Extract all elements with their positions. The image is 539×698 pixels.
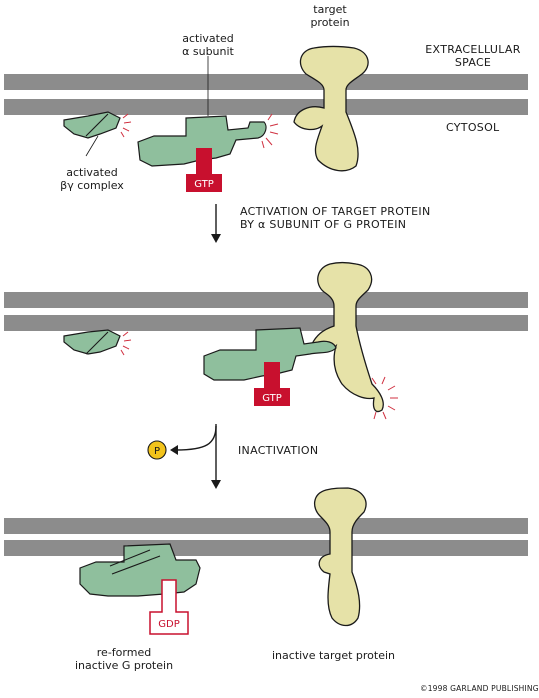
target-protein-2 (311, 261, 384, 413)
beta-gamma-complex-1 (63, 111, 132, 139)
signal-lines-beta-gamma-2 (120, 331, 132, 356)
membrane-panel-2 (4, 292, 528, 331)
copyright-credit: ©1998 GARLAND PUBLISHING (420, 684, 539, 693)
activated-alpha-label: activated α subunit (168, 32, 248, 58)
membrane-panel-3 (4, 518, 528, 556)
step-inactivation-label: INACTIVATION (238, 444, 319, 457)
activated-bg-label-line1: activated (66, 166, 118, 179)
activated-beta-gamma-label: activated βγ complex (42, 166, 142, 192)
target-protein-label-line1: target (313, 3, 347, 16)
extracellular-space-label: EXTRACELLULAR SPACE (418, 43, 528, 69)
signal-lines-beta-gamma-1 (120, 113, 132, 138)
target-protein-label: target protein (300, 3, 360, 29)
gdp-label: GDP (158, 619, 179, 630)
reformed-g-protein-label: re-formed inactive G protein (64, 646, 184, 672)
activated-bg-label-line2: βγ complex (60, 179, 124, 192)
gdp: GDP (149, 579, 189, 635)
step-activation-label: ACTIVATION OF TARGET PROTEIN BY α SUBUNI… (240, 205, 431, 231)
inactive-target-protein-label: inactive target protein (272, 649, 396, 662)
membrane-outer-leaflet (4, 74, 528, 90)
alpha-subunit-2: GTP (203, 327, 337, 406)
extracellular-label-line1: EXTRACELLULAR (425, 43, 521, 56)
membrane-outer-leaflet (4, 292, 528, 308)
phosphate: P (147, 440, 167, 460)
membrane-inner-leaflet (4, 540, 528, 556)
activated-alpha-label-line2: α subunit (182, 45, 234, 58)
beta-gamma-leader-line-1 (85, 135, 99, 157)
beta-gamma-complex-2 (63, 329, 132, 356)
alpha-subunit-1: GTP (137, 113, 279, 192)
gtp-2-label: GTP (262, 393, 282, 404)
step-activation-line1: ACTIVATION OF TARGET PROTEIN (240, 205, 431, 218)
membrane-panel-1 (4, 74, 528, 115)
arrow-inactivation (170, 424, 221, 489)
reformed-label-line2: inactive G protein (74, 659, 174, 672)
gtp-2: GTP (254, 362, 290, 406)
membrane-inner-leaflet (4, 315, 528, 331)
inactive-g-protein: GDP (79, 543, 201, 635)
cytosol-label: CYTOSOL (446, 121, 500, 134)
panel-3-inactive: GDP (4, 487, 528, 635)
arrow-activation (211, 204, 221, 243)
gtp-1: GTP (186, 148, 222, 192)
panel-2-activation: GTP (4, 261, 528, 420)
signal-lines-target-2 (371, 376, 398, 420)
extracellular-label-line2: SPACE (454, 56, 492, 69)
panel-1-activated: GTP (4, 45, 528, 192)
signal-lines-alpha-1 (261, 113, 279, 149)
target-protein-3 (314, 487, 367, 627)
target-protein-label-line2: protein (310, 16, 350, 29)
step-activation-line2: BY α SUBUNIT OF G PROTEIN (240, 218, 407, 231)
membrane-inner-leaflet (4, 99, 528, 115)
phosphate-label: P (154, 446, 160, 457)
activated-alpha-label-line1: activated (182, 32, 234, 45)
membrane-outer-leaflet (4, 518, 528, 534)
target-protein-1 (293, 45, 369, 172)
gtp-1-label: GTP (194, 179, 214, 190)
reformed-label-line1: re-formed (96, 646, 152, 659)
